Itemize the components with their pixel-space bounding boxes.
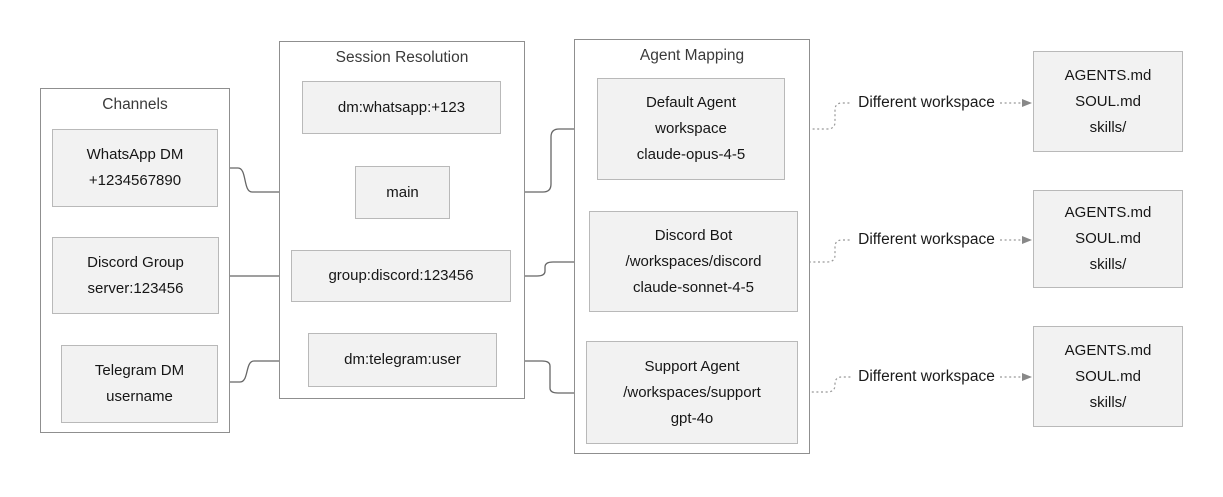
node-line: gpt-4o — [670, 409, 714, 427]
edge-telegram-to-dm-session — [218, 357, 308, 383]
node-line: skills/ — [1089, 118, 1127, 136]
node-session-dm-telegram: dm:telegram:user — [308, 333, 497, 387]
node-line: skills/ — [1089, 393, 1127, 411]
edge-group-session-to-discord-bot — [511, 258, 589, 277]
node-line: +1234567890 — [88, 172, 182, 189]
node-discord-bot: Discord Bot /workspaces/discord claude-s… — [589, 211, 798, 312]
node-line: AGENTS.md — [1064, 204, 1152, 221]
node-line: WhatsApp DM — [86, 146, 184, 163]
node-line: group:discord:123456 — [328, 267, 474, 284]
node-workspace-files-3: AGENTS.md SOUL.md skills/ — [1033, 326, 1183, 427]
node-session-main: main — [355, 166, 450, 219]
node-line: username — [106, 388, 173, 405]
node-line: /workspaces/discord — [625, 252, 762, 270]
node-line: Telegram DM — [94, 362, 185, 379]
node-line: server:123456 — [87, 279, 184, 297]
node-line: AGENTS.md — [1064, 341, 1152, 359]
node-line: SOUL.md — [1075, 367, 1141, 385]
node-line: workspace — [655, 120, 727, 137]
edge-dm-session-to-support-agent — [497, 360, 586, 397]
edge-main-to-default-agent — [450, 125, 597, 193]
node-line: AGENTS.md — [1064, 66, 1152, 84]
node-line: Discord Bot — [654, 226, 733, 244]
node-telegram-dm: Telegram DM username — [61, 345, 218, 423]
node-line: claude-sonnet-4-5 — [633, 278, 754, 296]
node-session-group-discord: group:discord:123456 — [291, 250, 511, 302]
node-workspace-files-2: AGENTS.md SOUL.md skills/ — [1033, 190, 1183, 288]
node-line: dm:whatsapp:+123 — [337, 98, 466, 116]
node-line: claude-opus-4-5 — [636, 146, 746, 163]
node-discord-group: Discord Group server:123456 — [52, 237, 219, 314]
edge-default-agent-to-label — [785, 102, 851, 130]
node-line: Support Agent — [644, 357, 740, 375]
edge-whatsapp-to-main — [218, 167, 355, 196]
group-channels-title: Channels — [102, 96, 168, 113]
node-line: main — [386, 183, 419, 201]
node-workspace-files-1: AGENTS.md SOUL.md skills/ — [1033, 51, 1183, 152]
group-agent-mapping-title: Agent Mapping — [639, 47, 745, 64]
node-support-agent: Support Agent /workspaces/support gpt-4o — [586, 341, 798, 444]
node-whatsapp-dm: WhatsApp DM +1234567890 — [52, 129, 218, 207]
node-default-agent: Default Agent workspace claude-opus-4-5 — [597, 78, 785, 180]
node-line: skills/ — [1089, 256, 1127, 273]
edge-label-different-workspace-2: Different workspace — [858, 231, 995, 248]
edge-discord-bot-to-label — [795, 239, 851, 263]
node-line: /workspaces/support — [623, 383, 761, 401]
edge-label-different-workspace-1: Different workspace — [858, 94, 995, 111]
node-line: dm:telegram:user — [344, 351, 461, 368]
node-line: Default Agent — [645, 94, 737, 111]
node-line: SOUL.md — [1075, 92, 1141, 110]
node-line: Discord Group — [87, 253, 184, 271]
group-session-resolution-title: Session Resolution — [335, 49, 469, 66]
edge-label-different-workspace-3: Different workspace — [858, 368, 995, 385]
node-line: SOUL.md — [1075, 230, 1141, 247]
node-session-dm-whatsapp: dm:whatsapp:+123 — [302, 81, 501, 134]
